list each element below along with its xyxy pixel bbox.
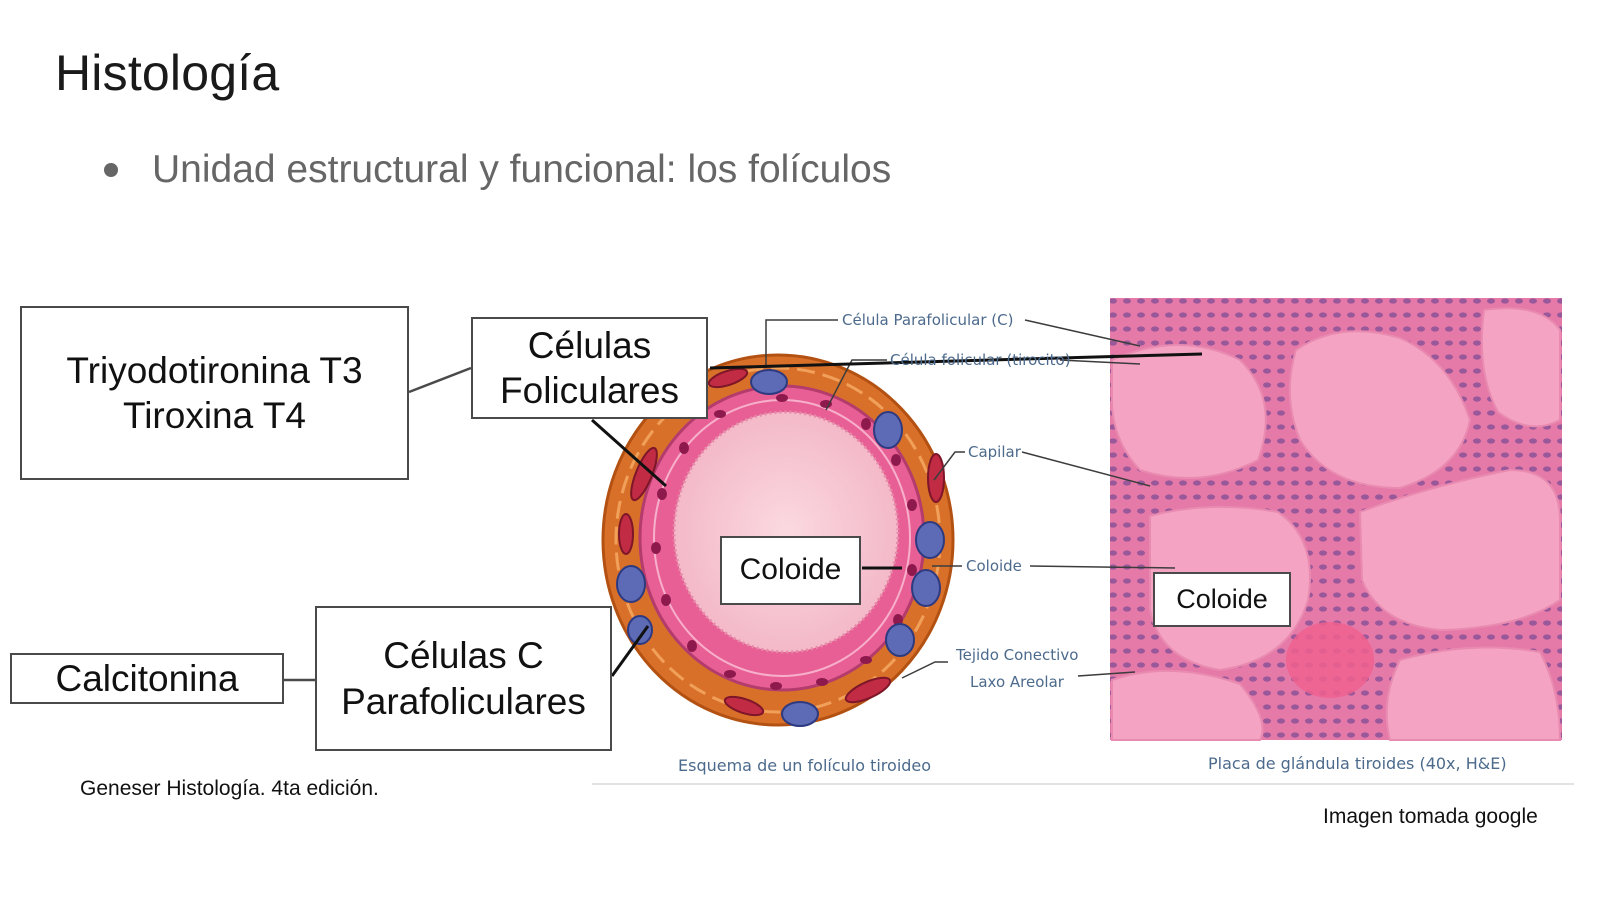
parafollicular-cells (616, 369, 945, 727)
c-cells-box: Células C Parafoliculares (315, 606, 612, 751)
calcitonin-box: Calcitonina (10, 653, 284, 704)
follicular-cells-box: Células Foliculares (471, 317, 708, 419)
calcitonin-label: Calcitonina (55, 657, 239, 699)
caption-diagram: Esquema de un folículo tiroideo (678, 756, 931, 775)
label-capillary: Capilar (968, 443, 1022, 461)
slide-title: Histología (55, 45, 280, 101)
box-connectors (284, 366, 472, 682)
colloid-micrograph-box: Coloide (1153, 572, 1291, 627)
c-cells-line-2: Parafoliculares (341, 680, 586, 722)
bullet-text: Unidad estructural y funcional: los folí… (152, 148, 892, 191)
thyroid-micrograph (1110, 298, 1562, 741)
capillaries (618, 367, 945, 717)
hormone-t3-label: Triyodotironina T3 (66, 349, 363, 391)
overlay-connectors (591, 352, 1203, 677)
follicular-nuclei (651, 394, 917, 690)
label-colloid-figure: Coloide (966, 557, 1022, 575)
label-follicular: Célula folicular (tirocito) (890, 351, 1071, 369)
colloid-micrograph-label: Coloide (1176, 584, 1268, 615)
bullet-item: Unidad estructural y funcional: los folí… (104, 148, 891, 192)
caption-micrograph: Placa de glándula tiroides (40x, H&E) (1208, 754, 1507, 773)
label-connective-1: Tejido Conectivo (955, 646, 1078, 664)
label-connective-2: Laxo Areolar (970, 673, 1065, 691)
follicular-cells-line-2: Foliculares (500, 370, 679, 411)
source-footnote: Geneser Histología. 4ta edición. (80, 777, 379, 800)
c-cells-line-1: Células C (383, 635, 544, 677)
colloid-lumen (672, 410, 900, 654)
label-parafollicular: Célula Parafolicular (C) (842, 311, 1013, 329)
hormone-t4-label: Tiroxina T4 (122, 395, 306, 436)
figure-leader-lines (765, 319, 1176, 679)
bullet-dot-icon (104, 163, 118, 177)
micrograph-vessel (1286, 622, 1374, 698)
follicular-cells-line-1: Células (527, 324, 652, 366)
image-credit-footnote: Imagen tomada google (1323, 805, 1538, 828)
colloid-diagram-box: Coloide (720, 536, 861, 605)
hormones-box: Triyodotironina T3 Tiroxina T4 (20, 306, 409, 480)
colloid-diagram-label: Coloide (739, 553, 842, 587)
